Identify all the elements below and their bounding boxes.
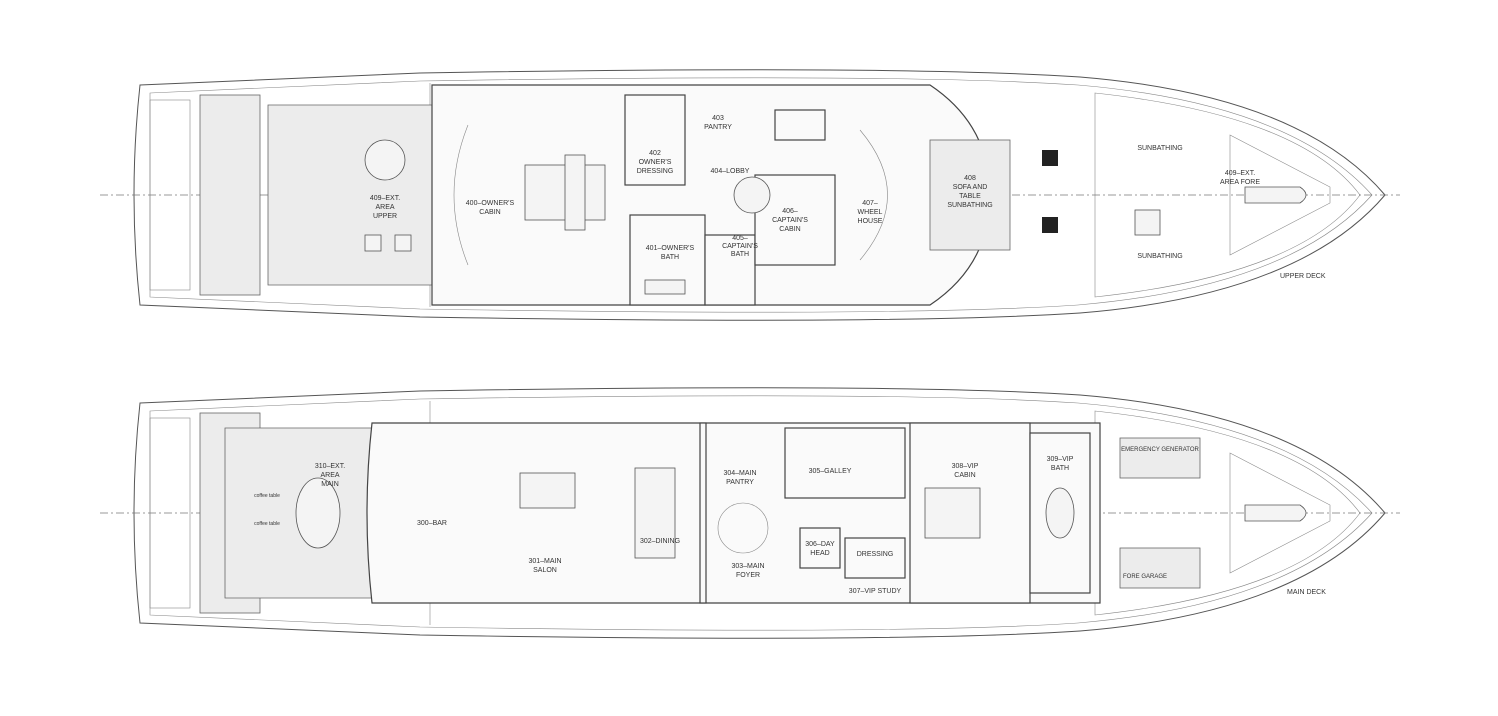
upper-deck-title: UPPER DECK xyxy=(1280,273,1326,280)
room-label-302-dining: 302–DINING xyxy=(640,538,680,545)
room-label-sunbathing-stbd: SUNBATHING xyxy=(1137,253,1182,260)
coffee-table-label-1: coffee table xyxy=(254,493,280,499)
room-label-404-lobby: 404–LOBBY xyxy=(711,168,750,175)
room-label-emergency-generator: EMERGENCY GENERATOR xyxy=(1121,447,1199,453)
room-label-300-bar: 300–BAR xyxy=(417,520,447,527)
room-label-sunbathing-port: SUNBATHING xyxy=(1137,145,1182,152)
coffee-table-label-2: coffee table xyxy=(254,521,280,527)
main-deck-title: MAIN DECK xyxy=(1287,589,1326,596)
room-label-dressing: DRESSING xyxy=(857,551,894,558)
room-label-305-galley: 305–GALLEY xyxy=(809,468,852,475)
room-label-fore-garage: FORE GARAGE xyxy=(1123,574,1167,580)
room-label-409-ext-fore: 409–EXT.AREA FORE xyxy=(1220,170,1260,186)
room-label-307-vip-study: 307–VIP STUDY xyxy=(849,588,902,595)
